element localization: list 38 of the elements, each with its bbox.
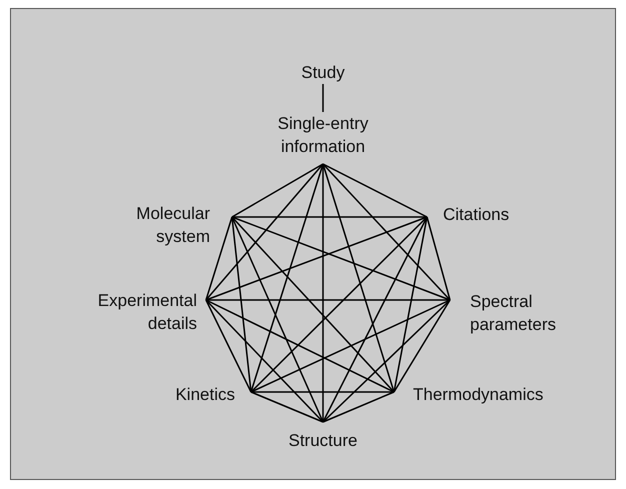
node-label: Kinetics	[175, 384, 235, 406]
connector-line	[206, 299, 450, 301]
connector-line	[393, 216, 428, 392]
node-label: Study	[301, 62, 345, 84]
connector-line	[231, 216, 324, 422]
connector-line	[206, 299, 394, 393]
node-label: Thermodynamics	[413, 384, 544, 406]
connector-line	[322, 84, 324, 112]
connector-line	[232, 216, 427, 218]
connector-line	[206, 216, 428, 301]
connector-line	[322, 163, 428, 218]
connector-line	[205, 216, 233, 300]
connector-line	[251, 391, 394, 393]
connector-line	[322, 164, 395, 392]
connector-line	[205, 299, 324, 423]
connector-line	[232, 216, 450, 301]
connector-line	[205, 300, 252, 392]
connector-line	[426, 216, 451, 300]
connector-line	[250, 299, 450, 393]
connector-line	[322, 299, 451, 423]
node-label: Structure	[288, 430, 358, 452]
connector-line	[322, 391, 394, 423]
connector-line	[322, 163, 451, 301]
connector-line	[393, 300, 451, 392]
connector-line	[322, 164, 324, 422]
connector-line	[205, 164, 324, 300]
connector-line	[250, 164, 324, 392]
connector-line	[232, 163, 324, 218]
connector-line	[231, 216, 252, 392]
node-label: Single-entry information	[276, 113, 370, 158]
node-label: Molecular system	[135, 203, 210, 248]
connector-line	[322, 216, 428, 422]
connector-line	[250, 216, 428, 393]
node-label: Spectral parameters	[470, 291, 557, 336]
connector-line	[231, 216, 395, 392]
node-label: Citations	[443, 204, 510, 226]
connector-line	[250, 391, 324, 423]
node-label: Experimental details	[96, 290, 197, 335]
